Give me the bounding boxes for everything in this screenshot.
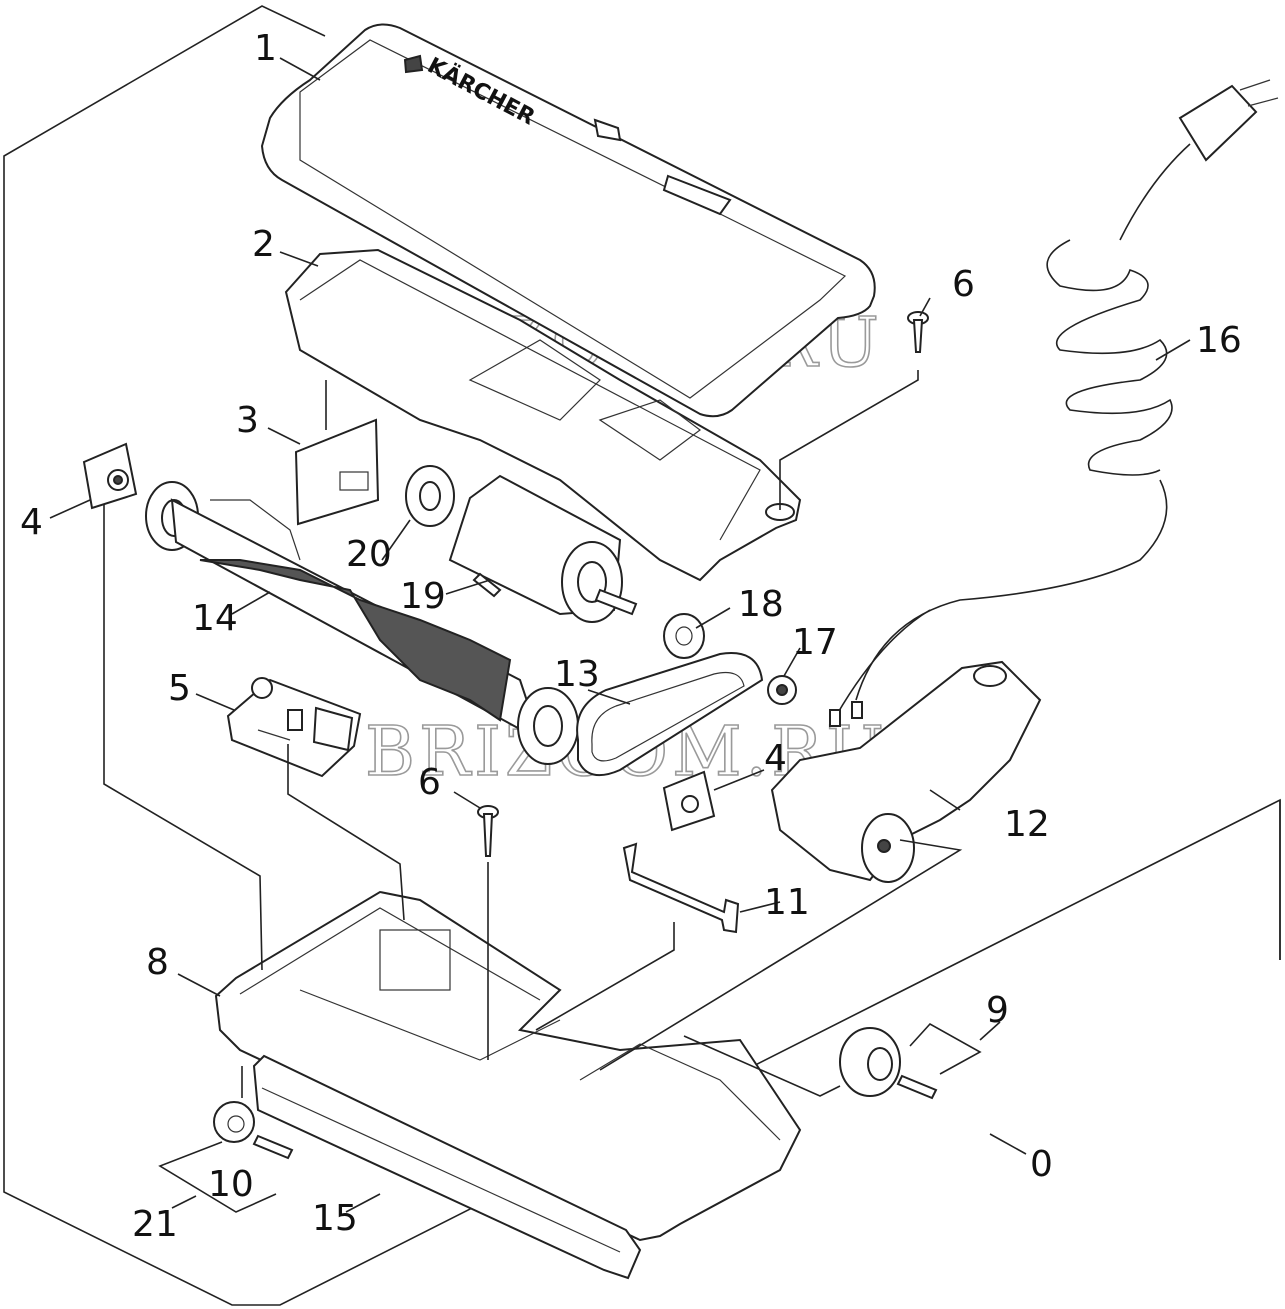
label-part-16: 16 — [1196, 320, 1242, 361]
part-bumper-strip — [252, 1054, 642, 1280]
part-pulley — [663, 613, 705, 659]
label-part-2: 2 — [252, 224, 275, 265]
part-wheel-right — [839, 1027, 938, 1100]
label-part-1: 1 — [254, 28, 277, 69]
label-part-5: 5 — [168, 668, 191, 709]
label-part-6-middle: 6 — [418, 762, 441, 803]
label-part-6-top: 6 — [952, 264, 975, 305]
label-part-8: 8 — [146, 942, 169, 983]
label-part-9: 9 — [986, 990, 1009, 1031]
part-screw-top — [907, 311, 929, 353]
part-clip — [622, 842, 740, 934]
part-number-labels: 1 2 3 4 6 16 20 19 18 17 14 13 5 4 6 12 … — [20, 28, 1242, 1245]
part-coupling — [405, 465, 455, 527]
part-drive-belt — [576, 652, 764, 777]
part-screw-middle — [477, 805, 499, 857]
label-part-11: 11 — [764, 882, 810, 923]
label-part-4-right: 4 — [764, 738, 787, 779]
part-bracket-left — [82, 442, 138, 510]
label-part-13: 13 — [554, 654, 600, 695]
label-part-10: 10 — [208, 1164, 254, 1205]
label-part-18: 18 — [738, 584, 784, 625]
label-part-20: 20 — [346, 534, 392, 575]
part-motor — [448, 474, 638, 623]
part-brush-roller — [145, 481, 579, 765]
label-part-0: 0 — [1030, 1144, 1053, 1185]
label-part-14: 14 — [192, 598, 238, 639]
part-bracket-right — [662, 770, 716, 832]
label-part-12: 12 — [1004, 804, 1050, 845]
part-wheel-left — [213, 1101, 294, 1160]
part-power-cord — [829, 79, 1279, 727]
part-inner-housing — [284, 248, 802, 582]
part-suction-elbow — [770, 660, 1042, 883]
label-part-21: 21 — [132, 1204, 178, 1245]
part-gear — [767, 675, 797, 705]
label-part-3: 3 — [236, 400, 259, 441]
leader-lines — [49, 57, 1191, 1213]
part-top-cover: KÄRCHER — [260, 23, 876, 418]
label-part-4-left: 4 — [20, 502, 43, 543]
label-part-15: 15 — [312, 1198, 358, 1239]
part-circuit-board — [226, 677, 362, 778]
label-part-17: 17 — [792, 622, 838, 663]
assembly-frame — [3, 5, 1281, 1306]
label-part-19: 19 — [400, 576, 446, 617]
part-pad — [294, 418, 380, 526]
